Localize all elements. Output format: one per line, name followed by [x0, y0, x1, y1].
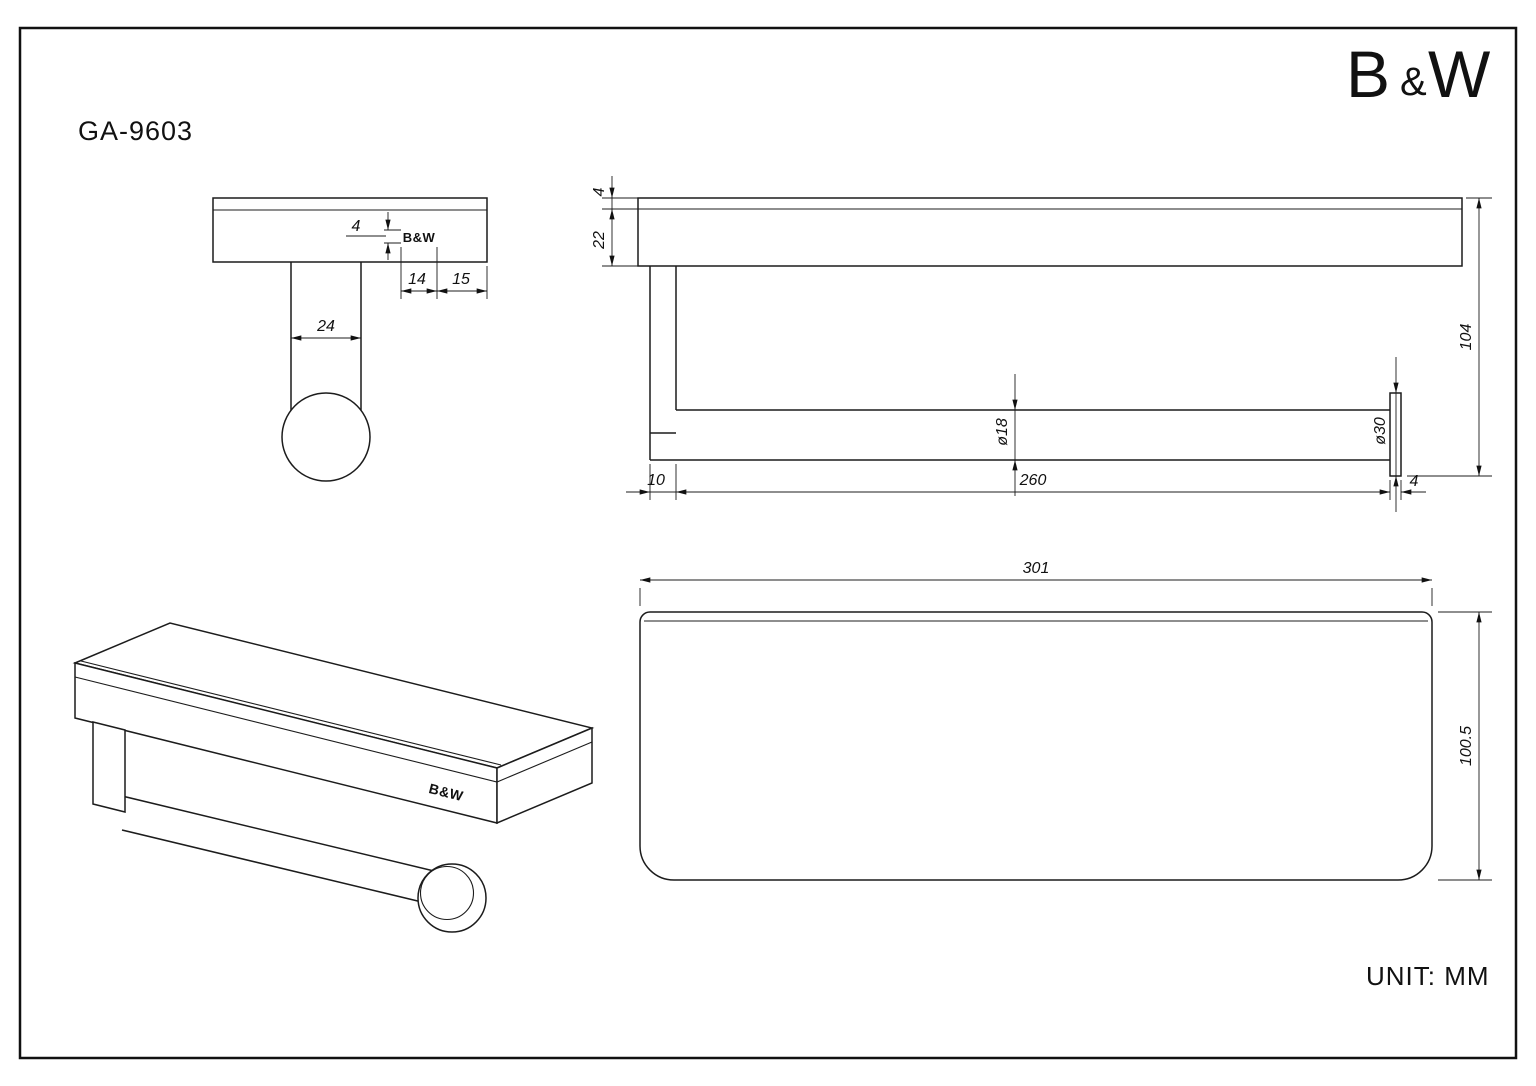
roller-rod-lines [650, 409, 1390, 461]
dim-15-label: 15 [452, 271, 470, 288]
dim-4-right-label: 4 [1410, 473, 1419, 490]
dim-104-label: 104 [1458, 324, 1475, 351]
brand-ampersand: & [1400, 60, 1427, 104]
dim-100-5-label: 100.5 [1458, 726, 1475, 766]
shelf-top-outline [639, 611, 1433, 881]
rod-top-line [121, 795, 435, 872]
dim-14-label: 14 [408, 271, 426, 288]
roller-arm-lines [290, 262, 362, 415]
dim-d18-label: ø18 [994, 418, 1011, 446]
dim-100-5-extensions [1438, 611, 1492, 881]
iso-view: B&W [72, 622, 595, 933]
dim-4-label: 4 [352, 218, 361, 235]
dim-301-extensions [639, 588, 1433, 606]
wall-bracket-lines [649, 266, 677, 460]
rod-end-cap-inner [419, 865, 475, 921]
dim-260-label: 260 [1019, 472, 1047, 489]
roller-end-circle [281, 392, 371, 482]
bw-engraving-label: B&W [403, 230, 436, 245]
dim-d30-label: ø30 [1372, 417, 1389, 445]
dim-24-label: 24 [316, 318, 335, 335]
dim-4-extensions [384, 229, 401, 244]
brand-letter-b: B [1346, 37, 1392, 111]
bottom-dim-extensions [649, 464, 1402, 500]
wall-flange-outline [1389, 392, 1402, 477]
shelf-glass-edge-iso [74, 676, 593, 783]
model-number-label: GA-9603 [78, 116, 193, 146]
shelf-front-outline [637, 197, 1463, 267]
bracket-face [92, 721, 126, 813]
brand-letter-w: W [1428, 37, 1492, 111]
dim-4-top-label: 4 [591, 187, 608, 196]
rod-bottom-line [121, 829, 427, 904]
shelf-top-front-edge-line [80, 660, 502, 766]
dim-301-label: 301 [1023, 560, 1050, 577]
brand-logo: B & W [1346, 37, 1492, 111]
shelf-profile-outline [212, 197, 488, 263]
dim-10-label: 10 [647, 472, 665, 489]
dim-22-label: 22 [591, 231, 608, 250]
front-view: 4 22 104 ø18 ø30 10 260 4 [591, 176, 1492, 512]
top-view: 301 100.5 [639, 560, 1492, 881]
dim-4-22-extensions [602, 197, 650, 267]
sheet-border [18, 26, 1518, 1060]
rod-end-cap [417, 863, 487, 933]
unit-label: UNIT: MM [1366, 961, 1490, 991]
end-view: B&W 4 14 15 24 [212, 197, 488, 482]
